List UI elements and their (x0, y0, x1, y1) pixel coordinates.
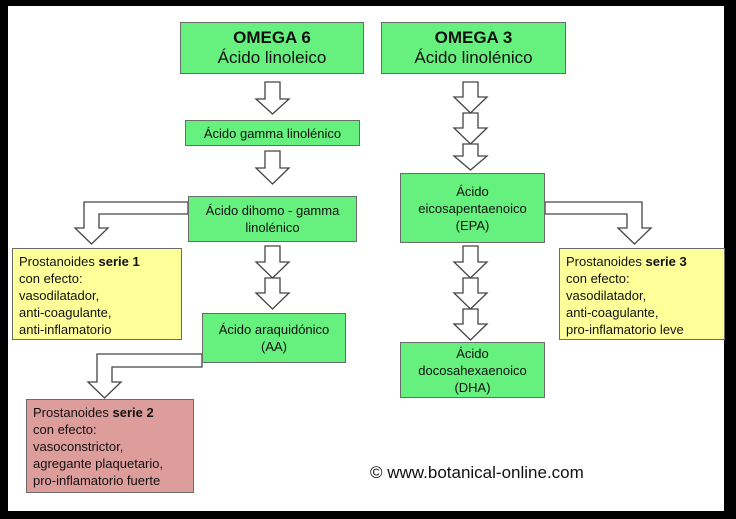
series1-line: vasodilatador, (19, 288, 100, 303)
prostanoids-series3-box: Prostanoides serie 3 con efecto: vasodil… (559, 248, 725, 340)
omega6-subtitle: Ácido linoleico (217, 48, 327, 67)
arrow-down-epa-dha-3 (452, 308, 489, 341)
aa-line2: (AA) (261, 339, 287, 354)
arrow-down-omega6-gamma (254, 81, 291, 115)
series3-line: con efecto: (566, 271, 630, 286)
arrow-down-dihomo-aa-1 (254, 245, 291, 279)
series1-heading: Prostanoides serie 1 (19, 253, 175, 270)
arrow-down-omega3-epa-2 (452, 112, 489, 145)
arrow-down-omega3-epa-3 (452, 143, 489, 171)
arrow-down-epa-dha-2 (452, 277, 489, 310)
dihomo-line1: Ácido dihomo - gamma (205, 203, 340, 218)
gamma-linolenic-box: Ácido gamma linolénico (185, 120, 360, 146)
dha-line3: (DHA) (454, 379, 491, 395)
omega3-title: OMEGA 3 (434, 28, 513, 47)
arrow-elbow-dihomo-serie1 (73, 201, 189, 245)
prostanoids-series1-box: Prostanoides serie 1 con efecto: vasodil… (12, 248, 182, 340)
dha-line2: docosahexaenoico (418, 362, 527, 378)
series2-line: pro-inflamatorio fuerte (33, 473, 161, 488)
series3-heading: Prostanoides serie 3 (566, 253, 718, 270)
series2-prefix: Prostanoides (33, 405, 113, 420)
dha-line1: Ácido (456, 345, 489, 361)
epa-box: Ácido eicosapentaenoico (EPA) (400, 173, 545, 243)
arrow-elbow-aa-serie2 (86, 353, 203, 399)
arrow-down-omega3-epa-1 (452, 81, 489, 114)
prostanoids-series2-box: Prostanoides serie 2 con efecto: vasocon… (26, 399, 194, 493)
aa-line1: Ácido araquidónico (218, 322, 330, 337)
series3-line: anti-coagulante, (566, 305, 659, 320)
series3-line: vasodilatador, (566, 288, 647, 303)
omega6-title: OMEGA 6 (233, 28, 311, 47)
series2-label: serie 2 (112, 405, 154, 420)
series1-line: con efecto: (19, 271, 83, 286)
series3-line: pro-inflamatorio leve (566, 322, 684, 337)
arrow-elbow-epa-serie3 (544, 201, 653, 245)
series3-prefix: Prostanoides (566, 254, 646, 269)
series2-heading: Prostanoides serie 2 (33, 404, 187, 421)
copyright-watermark: © www.botanical-online.com (370, 463, 584, 482)
series1-prefix: Prostanoides (19, 254, 99, 269)
series2-line: agregante plaquetario, (33, 456, 164, 471)
arachidonic-acid-box: Ácido araquidónico (AA) (202, 313, 346, 363)
omega3-subtitle: Ácido linolénico (414, 48, 533, 67)
series3-label: serie 3 (645, 254, 687, 269)
epa-line3: (EPA) (455, 217, 490, 233)
epa-line1: Ácido (456, 183, 489, 199)
arrow-down-gamma-dihomo (254, 150, 291, 185)
series2-line: con efecto: (33, 422, 97, 437)
omega6-box: OMEGA 6 Ácido linoleico (180, 22, 364, 74)
gamma-linolenic-label: Ácido gamma linolénico (203, 125, 342, 141)
series2-line: vasoconstrictor, (33, 439, 124, 454)
series1-label: serie 1 (98, 254, 140, 269)
dha-box: Ácido docosahexaenoico (DHA) (400, 342, 545, 398)
arrow-down-dihomo-aa-2 (254, 277, 291, 310)
epa-line2: eicosapentaenoico (418, 200, 527, 216)
dihomo-gamma-box: Ácido dihomo - gamma linolénico (188, 196, 357, 242)
series1-line: anti-inflamatorio (19, 322, 112, 337)
arrow-down-epa-dha-1 (452, 245, 489, 279)
dihomo-line2: linolénico (245, 220, 300, 235)
omega3-box: OMEGA 3 Ácido linolénico (381, 22, 566, 74)
series1-line: anti-coagulante, (19, 305, 112, 320)
